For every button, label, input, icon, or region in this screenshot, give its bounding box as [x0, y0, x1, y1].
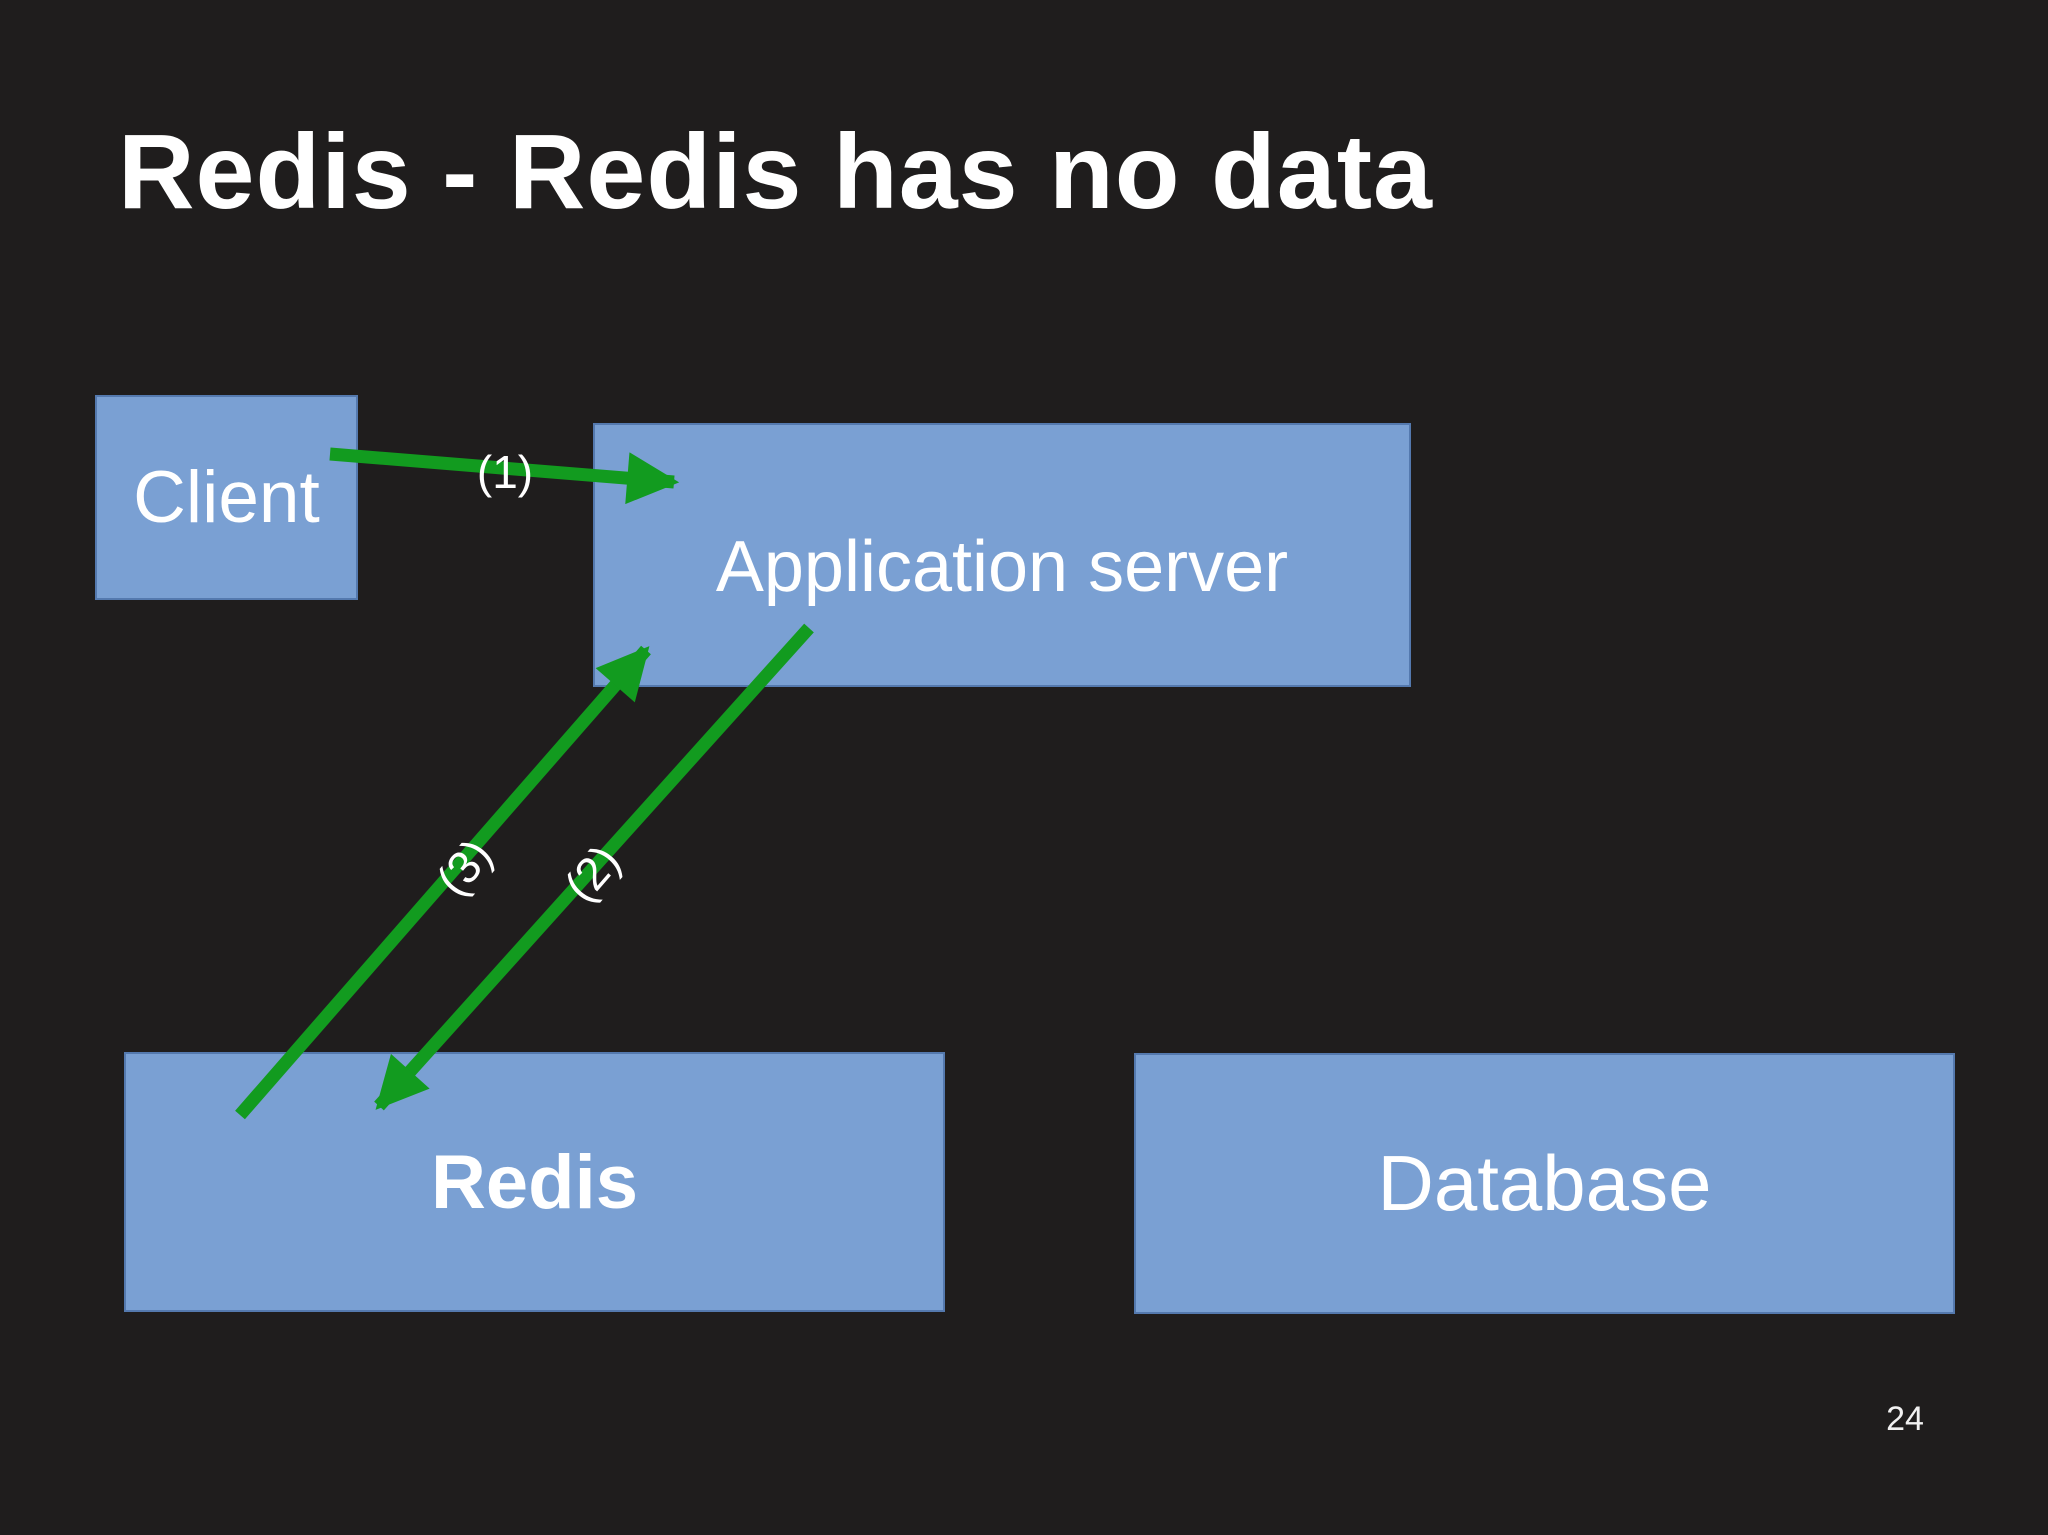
node-client: Client: [95, 395, 358, 600]
arrow-2-label: (2): [553, 834, 631, 912]
node-redis: Redis: [124, 1052, 945, 1312]
node-database: Database: [1134, 1053, 1955, 1314]
node-database-label: Database: [1377, 1139, 1712, 1227]
arrow-3-label: (3): [426, 828, 502, 906]
page-number: 24: [1886, 1400, 1924, 1438]
node-redis-label: Redis: [431, 1139, 638, 1225]
arrow-1-label: (1): [476, 446, 534, 498]
slide-title: Redis - Redis has no data: [118, 113, 1433, 231]
node-application-server: Application server: [593, 423, 1411, 687]
node-client-label: Client: [133, 457, 320, 538]
node-application-server-label: Application server: [715, 527, 1289, 607]
